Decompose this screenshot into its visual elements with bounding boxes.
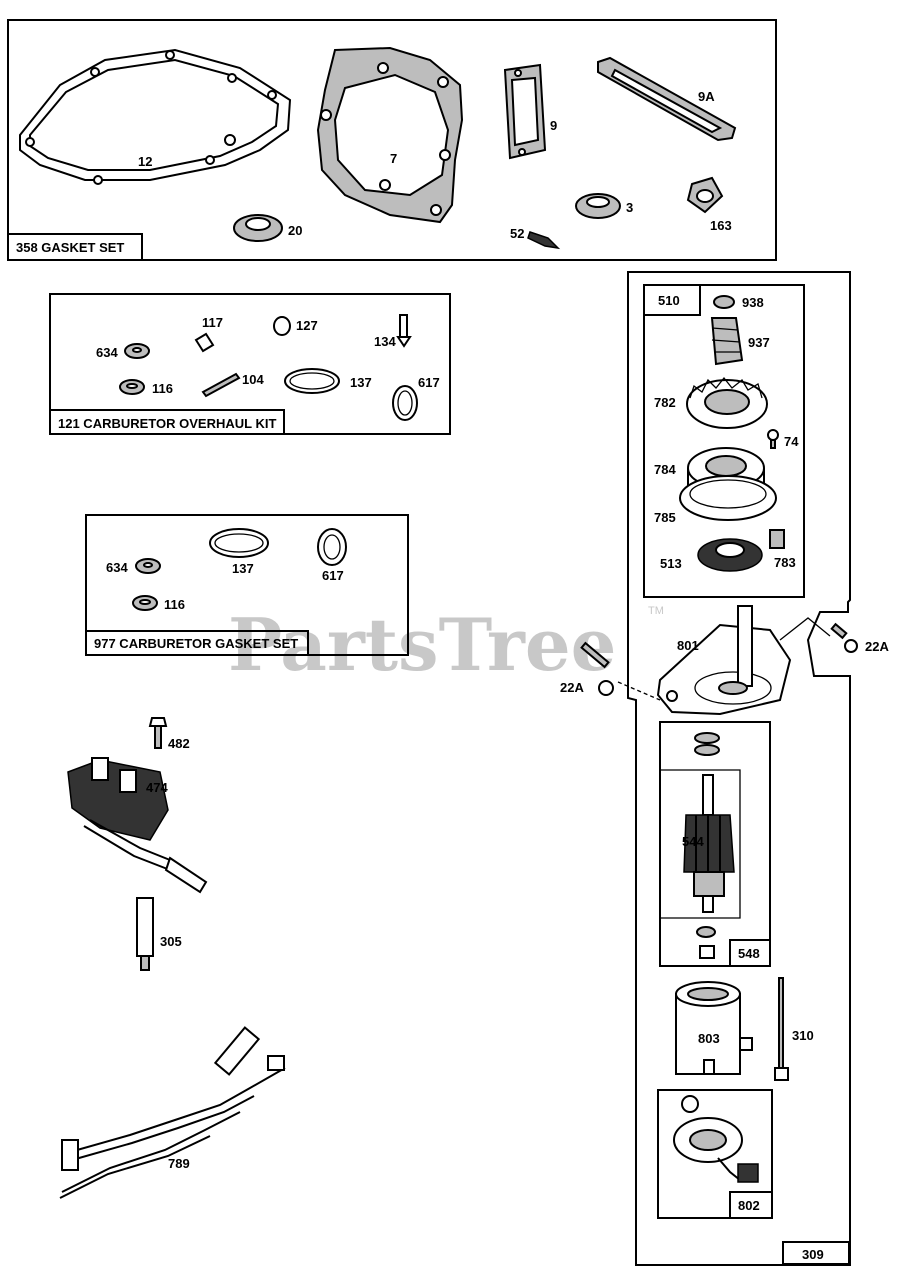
oil-seal-20-part[interactable]	[233, 214, 283, 242]
label-305: 305	[160, 934, 182, 949]
gasket-part-617[interactable]	[317, 528, 347, 566]
watermark-trademark: TM	[648, 605, 664, 617]
part-74[interactable]	[767, 429, 779, 449]
gasket-set-panel: 358 GASKET SET 12 7 9	[7, 19, 777, 261]
carb-part-617[interactable]	[392, 385, 418, 421]
label-782: 782	[654, 395, 676, 410]
label-482: 482	[168, 736, 190, 751]
label-163: 163	[710, 218, 732, 233]
gasket-part-116[interactable]	[132, 595, 158, 611]
kit-548-label: 548	[738, 946, 760, 961]
carb-part-127[interactable]	[273, 316, 291, 336]
label-801: 801	[677, 638, 699, 653]
part-washers-bottom[interactable]	[696, 926, 716, 959]
label-9a: 9A	[698, 89, 715, 104]
part-938[interactable]	[713, 295, 735, 309]
label-carb-117: 117	[202, 315, 223, 330]
carb-overhaul-title: 121 CARBURETOR OVERHAUL KIT	[58, 416, 276, 431]
part-513-clutch[interactable]	[697, 538, 763, 572]
label-carb-634: 634	[96, 345, 118, 360]
label-gasket-137: 137	[232, 561, 254, 576]
label-938: 938	[742, 295, 764, 310]
label-937: 937	[748, 335, 770, 350]
leader-line-22a-left	[617, 681, 661, 701]
label-7: 7	[390, 151, 397, 166]
part-801-endcap[interactable]	[656, 605, 792, 716]
part-782-gear[interactable]	[686, 376, 768, 429]
label-22a-right: 22A	[865, 639, 889, 654]
label-carb-617: 617	[418, 375, 440, 390]
starter-panel: 309 510 938 937 782 74 784 785	[560, 271, 889, 1266]
part-544-armature[interactable]	[683, 774, 735, 913]
label-310: 310	[792, 1028, 814, 1043]
part-305-standoff[interactable]	[136, 897, 154, 971]
label-9: 9	[550, 118, 557, 133]
part-474-rectifier[interactable]	[67, 757, 208, 894]
part-802-brush-plate[interactable]	[673, 1095, 759, 1183]
kit-309-label: 309	[802, 1247, 824, 1262]
oil-seal-3-part[interactable]	[575, 193, 621, 219]
exhaust-gasket-part[interactable]	[597, 56, 737, 142]
label-carb-134: 134	[374, 334, 396, 349]
leader-line-22a	[779, 617, 831, 641]
watermark-text: PartsTree	[228, 602, 616, 687]
label-789: 789	[168, 1156, 190, 1171]
crankcase-gasket-part[interactable]	[19, 48, 292, 185]
part-22a-bolt-right[interactable]	[830, 622, 858, 653]
label-carb-116: 116	[152, 381, 173, 396]
part-789-harness[interactable]	[59, 1026, 286, 1199]
gasket-part-137[interactable]	[209, 528, 269, 558]
carb-overhaul-panel: 121 CARBURETOR OVERHAUL KIT 634 117 127 …	[49, 293, 451, 435]
label-carb-137: 137	[350, 375, 372, 390]
part-washers-top[interactable]	[694, 732, 720, 756]
carb-part-134[interactable]	[396, 314, 412, 348]
label-74: 74	[784, 434, 799, 449]
part-482-screw[interactable]	[148, 717, 168, 749]
carb-part-137[interactable]	[284, 368, 340, 394]
part-52[interactable]	[527, 231, 561, 250]
label-12: 12	[138, 154, 152, 169]
part-163[interactable]	[686, 176, 724, 214]
label-513: 513	[660, 556, 682, 571]
head-gasket-part[interactable]	[316, 46, 464, 224]
label-3: 3	[626, 200, 633, 215]
gasket-part-634[interactable]	[135, 558, 161, 574]
carb-gasket-panel: 977 CARBURETOR GASKET SET 634 137 617 11…	[85, 514, 409, 656]
label-gasket-634: 634	[106, 560, 128, 575]
label-20: 20	[288, 223, 302, 238]
label-52: 52	[510, 226, 524, 241]
label-22a-left: 22A	[560, 680, 584, 695]
label-785: 785	[654, 510, 676, 525]
label-474: 474	[146, 780, 168, 795]
label-gasket-116: 116	[164, 597, 185, 612]
carb-gasket-title: 977 CARBURETOR GASKET SET	[94, 636, 298, 651]
intake-gasket-part[interactable]	[503, 63, 547, 160]
carb-part-104[interactable]	[201, 372, 241, 398]
carb-part-116[interactable]	[119, 379, 145, 395]
part-310-bolt[interactable]	[774, 977, 789, 1081]
label-783: 783	[774, 555, 796, 570]
part-803-housing[interactable]	[675, 981, 753, 1075]
kit-510-label: 510	[658, 293, 680, 308]
part-785-plate[interactable]	[679, 475, 777, 521]
label-544: 544	[682, 834, 704, 849]
label-gasket-617: 617	[322, 568, 344, 583]
kit-802-label: 802	[738, 1198, 760, 1213]
label-carb-127: 127	[296, 318, 318, 333]
part-783[interactable]	[769, 529, 785, 549]
gasket-set-title: 358 GASKET SET	[16, 240, 124, 255]
label-784: 784	[654, 462, 676, 477]
carb-part-117[interactable]	[194, 332, 215, 353]
part-22a-bolt-left[interactable]	[580, 641, 614, 696]
label-803: 803	[698, 1031, 720, 1046]
part-937-spring[interactable]	[710, 317, 744, 366]
label-carb-104: 104	[242, 372, 264, 387]
carb-part-634[interactable]	[124, 343, 150, 359]
